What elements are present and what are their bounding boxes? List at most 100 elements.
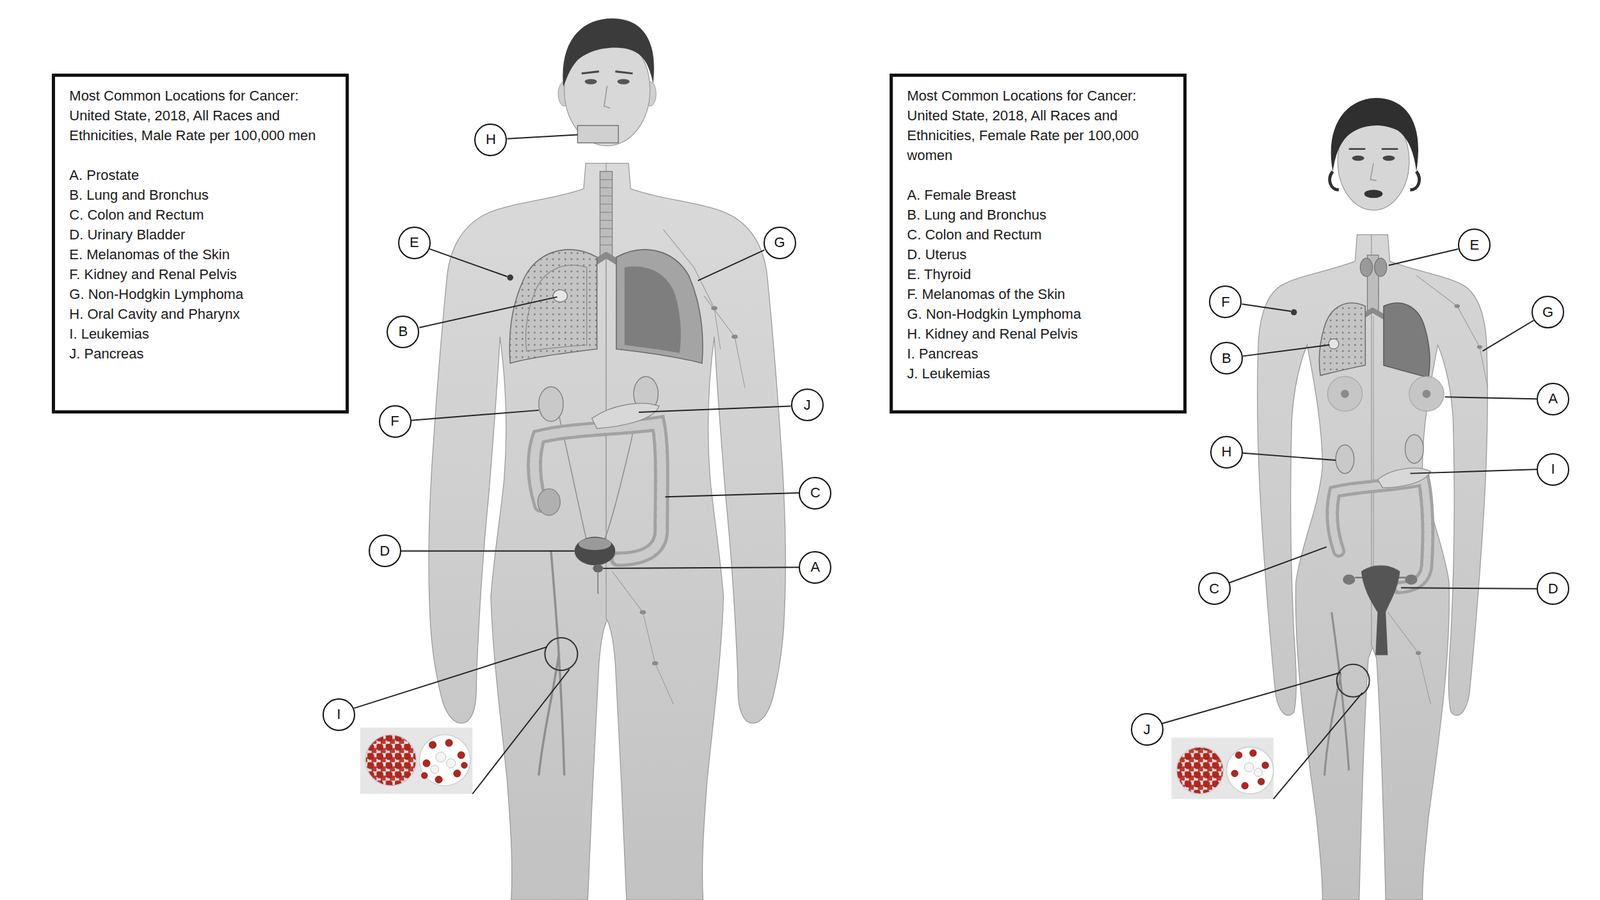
list-item: B. Lung and Bronchus [906,204,1170,225]
callout-circle: G [763,226,797,260]
lung [509,249,598,364]
thyroid [1374,257,1387,277]
callout-letter: E [1470,238,1480,253]
list-item: E. Melanomas of the Skin [69,244,332,265]
melanoma-spot [506,274,514,281]
callout-circle: A [1536,382,1570,416]
callout-letter: J [803,398,811,413]
lung [616,249,703,364]
pancreas [1377,467,1431,488]
breast [1327,376,1362,411]
eye [584,78,598,84]
nose [1370,163,1377,181]
red-cells [421,739,468,784]
list-item: C. Colon and Rectum [906,224,1170,245]
trachea-rings [600,179,613,246]
callout-circle: F [378,405,412,438]
list-item: E. Thyroid [906,264,1170,285]
lymph-node [1477,344,1483,349]
callout-circle: D [368,534,402,568]
callout-circle: J [1130,712,1164,746]
ovary [1404,574,1417,585]
list-item: F. Kidney and Renal Pelvis [69,264,332,285]
lips [1364,190,1384,199]
urethra [597,571,600,594]
eyebrows [581,71,633,74]
kidney [538,386,564,422]
eye [617,78,630,84]
mouth-marker [577,125,619,143]
callout-letter: G [774,235,786,250]
callout-circle: E [1457,228,1491,262]
callout-letter: E [409,235,420,250]
eye [1352,155,1365,161]
magnifier-circle [544,637,578,671]
box-heading: Most Common Locations for Cancer: United… [69,85,332,146]
body-outline [606,163,786,900]
cecum [537,488,560,516]
callout-letter: C [810,485,821,500]
list-item: C. Colon and Rectum [69,204,332,225]
box-heading: Most Common Locations for Cancer: United… [906,85,1170,166]
female-figure [1162,97,1537,900]
callout-letter: H [1221,444,1232,459]
list-item: G. Non-Hodgkin Lymphoma [69,284,332,304]
callout-letter: A [810,560,821,575]
list-item: F. Melanomas of the Skin [906,284,1170,304]
lung [1319,302,1366,376]
white-cells [430,752,456,774]
blood-sample-panel [1171,737,1273,800]
tumour [552,289,568,303]
pancreas [592,403,660,429]
callout-letter: F [1221,295,1230,310]
callout-letter: A [1548,391,1558,406]
lymph-node [711,305,718,310]
leader-lines [1162,248,1537,799]
callout-letter: F [390,414,399,429]
list-item: I. Pancreas [906,343,1170,364]
melanoma-spot [1290,309,1298,316]
callout-circle: E [398,226,431,260]
callout-circle: D [1536,572,1570,605]
blood-sample-panel [360,727,473,795]
kidney [1335,444,1355,474]
nose [604,85,611,109]
lymph-node [652,661,659,665]
eyebrows [1349,147,1399,150]
callout-circle: B [386,315,420,349]
callout-circle: J [791,388,824,422]
callout-letter: B [398,324,408,339]
blood-vessel [538,551,565,776]
blood-sample-normal [1176,746,1224,794]
blood-vessel [1324,611,1350,776]
uterus [1361,565,1401,655]
male-figure [353,18,799,900]
callout-circle: B [1210,341,1243,375]
nipple [1422,389,1432,399]
hair [1331,97,1419,172]
callout-letter: C [1208,581,1220,596]
prostate [592,564,603,573]
callout-letter: I [336,707,341,722]
callout-circle: I [322,698,356,731]
blood-sample-leukemia [1226,746,1273,794]
callout-letter: H [485,132,496,147]
callout-circle: A [798,551,832,584]
callout-circle: C [798,476,832,510]
callout-circle: H [1210,435,1243,469]
hair [562,18,655,88]
trachea [600,171,613,258]
lung-lobe [624,266,681,353]
callout-circle: G [1531,295,1565,329]
key-box: Most Common Locations for Cancer: United… [889,73,1187,414]
lymph-node [1415,650,1421,655]
leader-lines [353,134,799,794]
lymph-vessels [606,229,745,704]
list-item: I. Leukemias [69,323,332,344]
bladder-top [578,537,612,550]
colon [534,423,662,560]
magnifier-circle [1336,664,1370,697]
callout-circle: C [1198,572,1231,605]
thyroid [1360,257,1373,277]
